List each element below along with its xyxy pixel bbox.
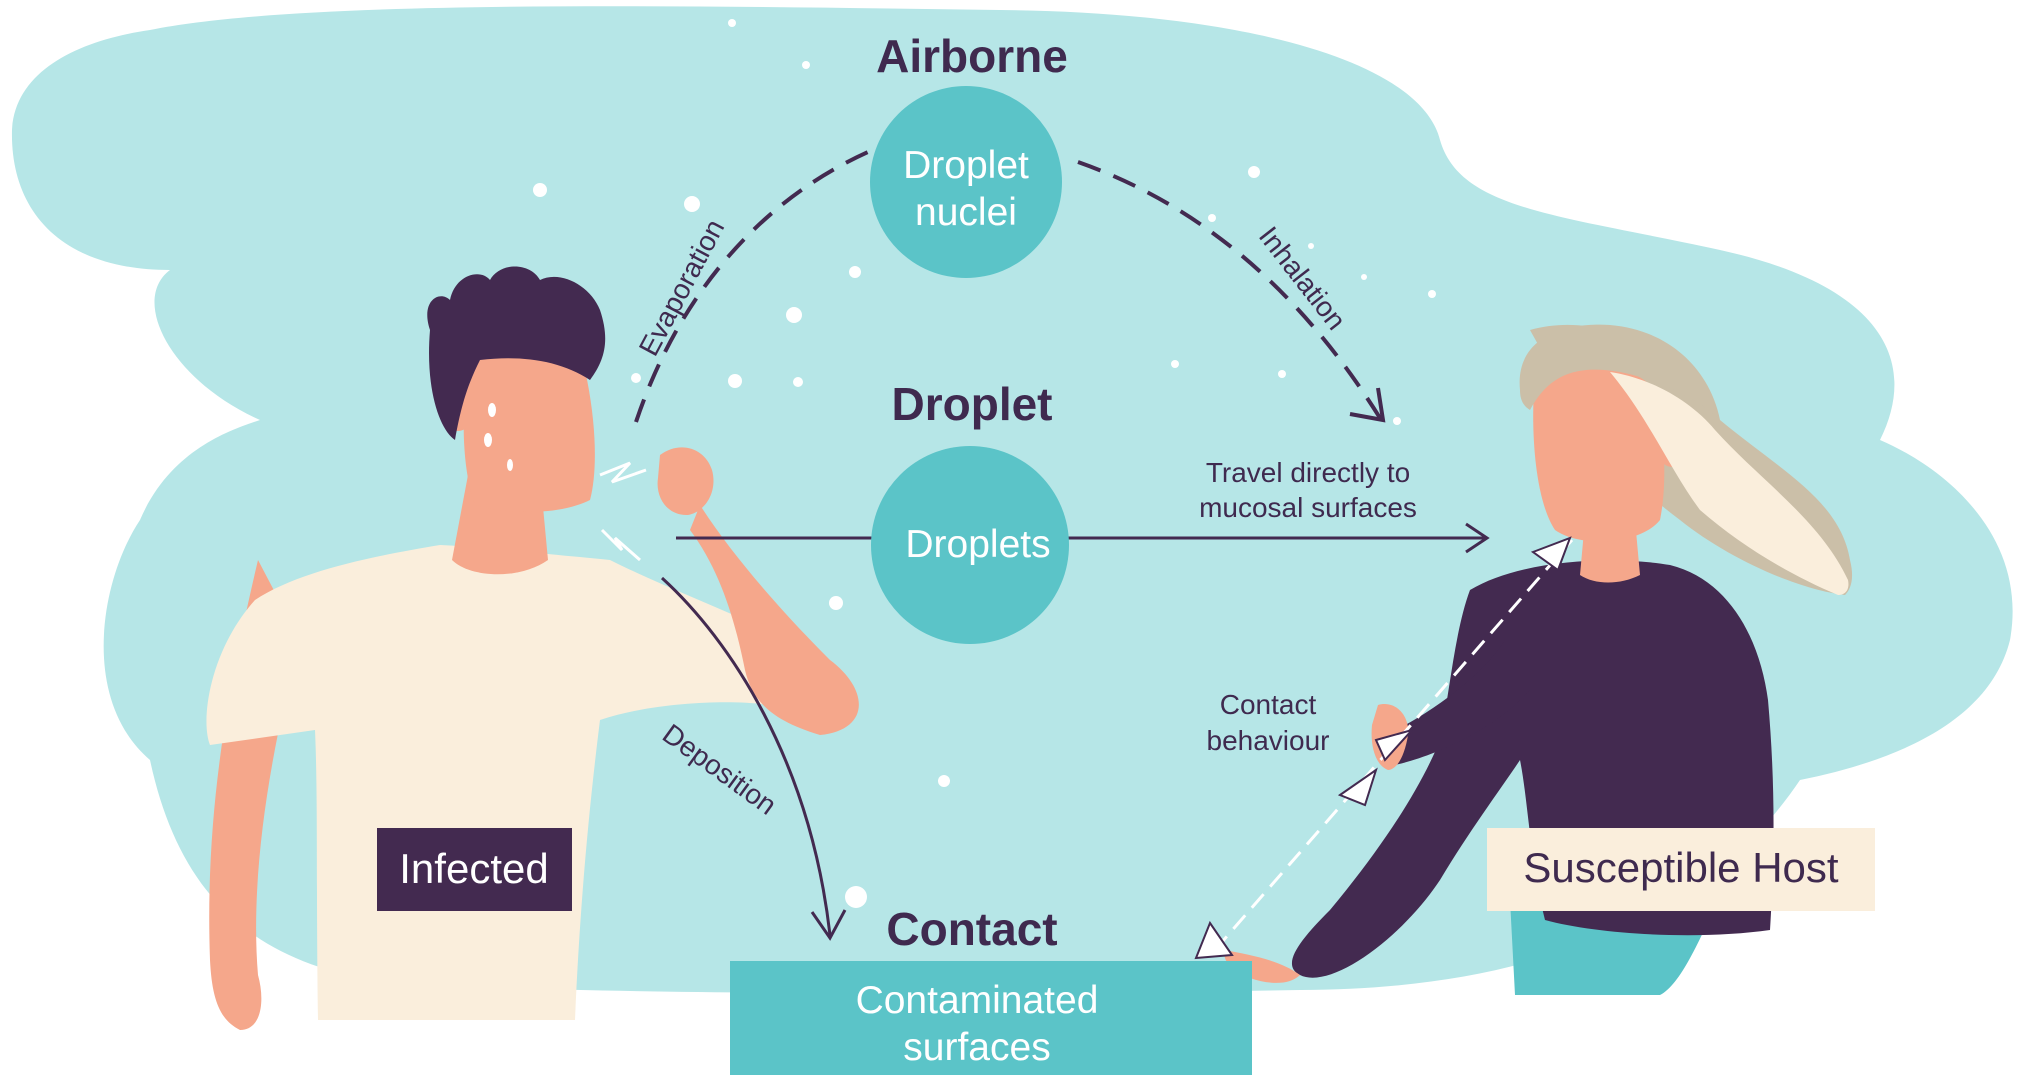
travel-label-line1: Travel directly to bbox=[1206, 457, 1410, 488]
droplet-arrowhead bbox=[1465, 522, 1490, 554]
evaporation-path bbox=[634, 150, 869, 423]
deposition-arrowhead bbox=[810, 909, 847, 941]
inhalation-path bbox=[1077, 160, 1382, 420]
heading-droplet: Droplet bbox=[892, 378, 1053, 430]
susceptible-host-box bbox=[1487, 828, 1875, 911]
droplet-nuclei-circle bbox=[870, 86, 1062, 278]
contact-arrowhead-hand-1 bbox=[1374, 728, 1416, 762]
droplet-nuclei-label-line2: nuclei bbox=[915, 191, 1017, 234]
heading-airborne: Airborne bbox=[876, 30, 1068, 82]
susceptible-host-label: Susceptible Host bbox=[1523, 844, 1838, 891]
droplet-nuclei-label-line1: Droplet bbox=[903, 144, 1029, 187]
heading-contact: Contact bbox=[886, 903, 1057, 955]
travel-label-line2: mucosal surfaces bbox=[1199, 492, 1417, 523]
infected-box bbox=[377, 828, 572, 911]
inhalation-arrowhead bbox=[1349, 387, 1386, 423]
infected-person-illustration bbox=[206, 266, 859, 1030]
deposition-path bbox=[660, 576, 832, 936]
contact-behaviour-label-line1: Contact bbox=[1220, 689, 1317, 720]
contact-behaviour-label-line2: behaviour bbox=[1207, 725, 1330, 756]
infected-label: Infected bbox=[399, 845, 548, 892]
contact-arrowhead-surface bbox=[1194, 920, 1234, 960]
contaminated-surfaces-label-line1: Contaminated bbox=[856, 979, 1099, 1022]
droplets-circle bbox=[871, 446, 1069, 644]
contact-behaviour-path bbox=[1213, 539, 1574, 951]
droplets-label: Droplets bbox=[905, 523, 1050, 566]
particle-dots bbox=[533, 19, 1436, 908]
contaminated-surfaces-box bbox=[730, 961, 1252, 1075]
contact-arrowhead-top bbox=[1530, 536, 1572, 572]
contaminated-surfaces-label-line2: surfaces bbox=[903, 1026, 1050, 1069]
contact-arrowhead-hand-2 bbox=[1337, 767, 1378, 807]
